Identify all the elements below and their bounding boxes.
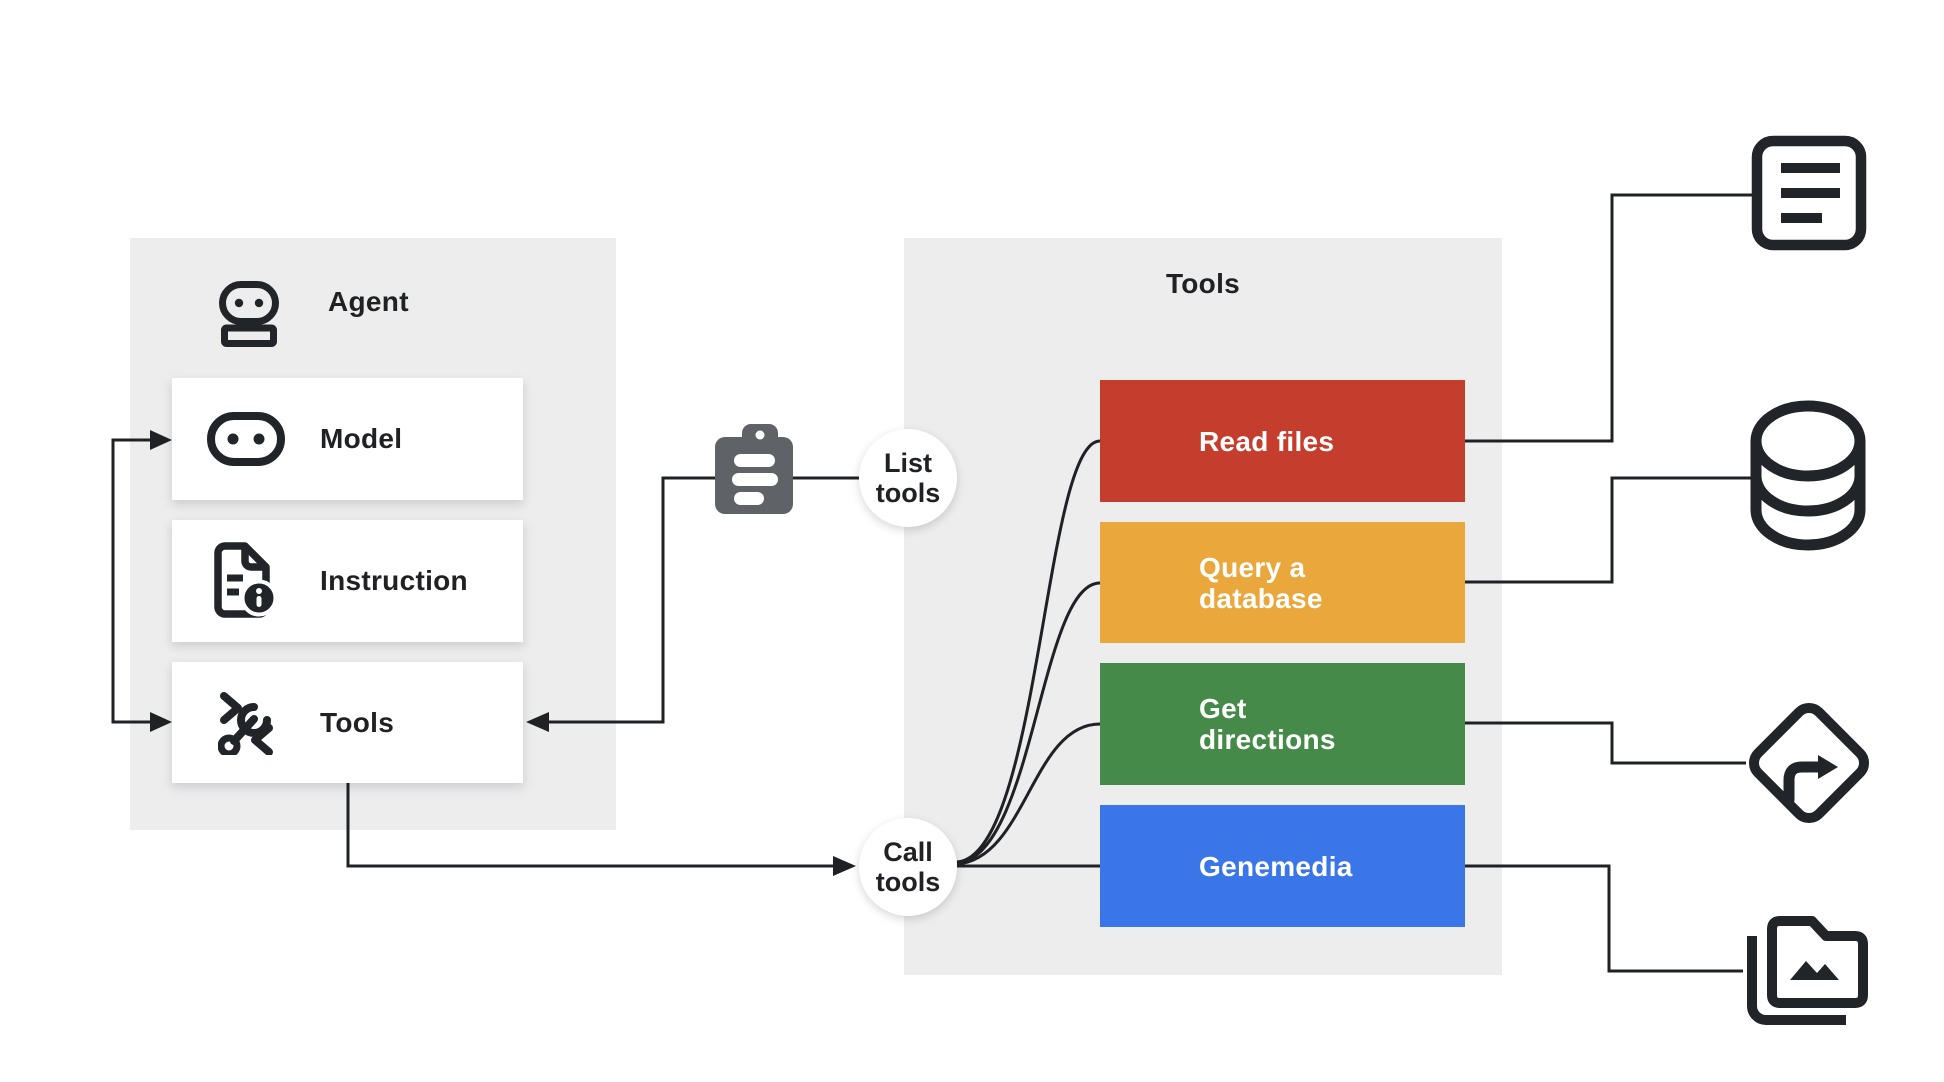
arrowhead-into-model <box>150 430 172 450</box>
directions-icon <box>1748 702 1870 824</box>
robot-head-icon <box>206 412 286 466</box>
clipboard-icon <box>715 424 793 514</box>
tool-query-database: Query a database <box>1100 522 1465 643</box>
list-tools-connector <box>549 476 859 724</box>
robot-icon <box>219 281 279 347</box>
tools-card-label: Tools <box>320 706 395 738</box>
tool-get-directions: Get directions <box>1100 663 1465 785</box>
agent-panel-header: Agent <box>219 281 409 347</box>
media-library-icon <box>1747 916 1868 1025</box>
tool-genemedia: Genemedia <box>1100 805 1465 927</box>
call-tools-bubble: Call tools <box>859 818 957 916</box>
arrowhead-into-tools-left <box>150 712 172 732</box>
database-icon <box>1750 400 1866 551</box>
instruction-card-label: Instruction <box>320 565 468 596</box>
agent-panel-title: Agent <box>328 286 409 317</box>
list-tools-bubble: List tools <box>859 429 957 527</box>
arrowhead-into-call-tools <box>833 856 856 876</box>
read-files-to-document <box>1465 193 1754 443</box>
call-tools-connector <box>346 783 834 868</box>
document-info-icon <box>206 541 286 621</box>
directions-to-sign <box>1465 721 1746 765</box>
arrowhead-into-tools-right <box>526 712 549 732</box>
tools-card: Tools <box>172 662 523 783</box>
model-card-label: Model <box>320 423 403 454</box>
instruction-card: Instruction <box>172 520 523 642</box>
tools-panel-title: Tools <box>1165 268 1241 299</box>
tool-read-files: Read files <box>1100 380 1465 502</box>
model-card: Model <box>172 378 523 500</box>
document-lines-icon <box>1751 135 1867 251</box>
loop-connector <box>111 438 151 724</box>
genemedia-to-media <box>1465 864 1743 973</box>
query-to-database <box>1465 476 1751 584</box>
curve-to-read-files <box>956 439 1101 864</box>
curve-to-get-directions <box>956 722 1101 866</box>
curve-to-query-database <box>956 581 1101 865</box>
wrench-code-icon <box>206 691 286 755</box>
